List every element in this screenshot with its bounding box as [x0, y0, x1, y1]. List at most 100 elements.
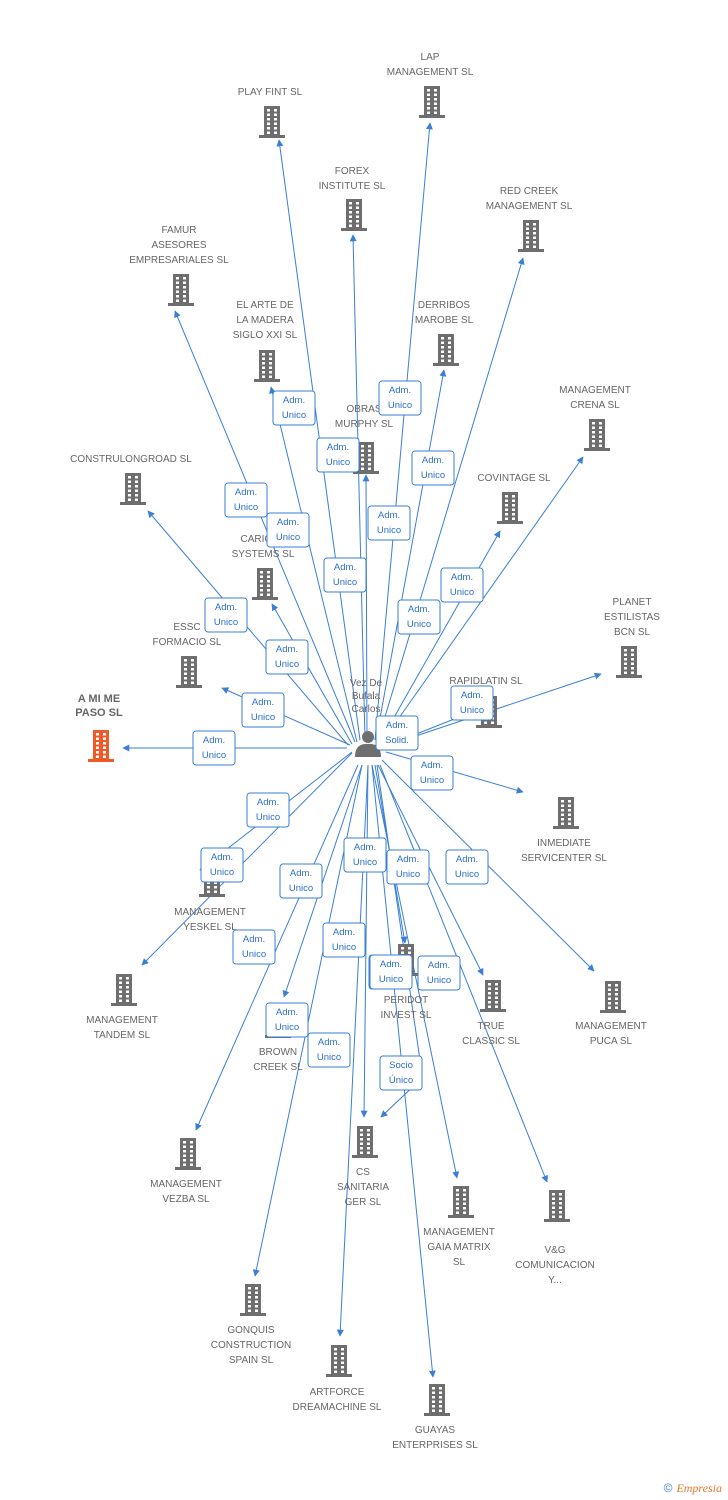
relation-role-text: Unico [450, 587, 474, 598]
relation-role-text: Adm. [378, 510, 400, 521]
company-label-line: INVEST SL [381, 1010, 432, 1021]
relation-label-planet[interactable]: Adm.Solid. [375, 715, 419, 751]
relation-label-elarte[interactable]: Adm.Unico [266, 512, 310, 548]
relation-box [378, 380, 422, 416]
company-label-line: ESTILISTAS [604, 612, 660, 623]
relation-label-redcreek[interactable]: Adm.Unico [411, 450, 455, 486]
relation-label-famur[interactable]: Adm.Unico [224, 482, 268, 518]
relation-label-covintage[interactable]: Adm.Unico [397, 599, 441, 635]
company-label-line: SERVICENTER SL [521, 853, 607, 864]
relation-label-vezba[interactable]: Adm.Unico [232, 929, 276, 965]
company-label-line: MANAGEMENT [86, 1015, 158, 1026]
company-label-line: COVINTAGE SL [477, 473, 551, 484]
relation-role-text: Unico [275, 1022, 299, 1033]
relation-role-text: Unico [326, 457, 350, 468]
relation-label-cs[interactable]: Adm.Unico [322, 922, 366, 958]
relation-label-forex[interactable]: Adm.Unico [316, 437, 360, 473]
relation-label-playfint[interactable]: Adm.Unico [272, 390, 316, 426]
company-label-line: GUAYAS [415, 1425, 456, 1436]
relation-label-gonquis[interactable]: Adm.Unico [265, 1002, 309, 1038]
building-icon [259, 106, 285, 138]
relation-label-obras[interactable]: Adm.Unico [323, 557, 367, 593]
relation-role-text: Unico [251, 712, 275, 723]
relation-label-essc[interactable]: Adm.Unico [241, 692, 285, 728]
relation-role-text: Unico [333, 577, 357, 588]
edge-inmediate [385, 751, 524, 794]
company-label-line: SYSTEMS SL [232, 549, 295, 560]
company-node-construlon[interactable]: CONSTRULONGROAD SL [70, 454, 192, 505]
relation-label-guayas[interactable]: Adm.Unico [369, 954, 413, 990]
relation-label-brown[interactable]: Adm.Unico [279, 863, 323, 899]
relation-label-peridot[interactable]: Adm.Unico [343, 837, 387, 873]
company-label-line: SANITARIA [337, 1182, 389, 1193]
relation-label-rapidlatin[interactable]: Adm.Unico [450, 685, 494, 721]
relation-label-derribos[interactable]: Adm. Unico [367, 505, 411, 541]
relation-label-trueclassic[interactable]: Adm.Unico [417, 955, 461, 991]
relation-label-vg[interactable]: Adm.Unico [386, 849, 430, 885]
relation-label-inmediate[interactable]: Adm.Unico [410, 755, 454, 791]
edge-derribos [375, 369, 447, 741]
company-node-covintage[interactable]: COVINTAGE SL [477, 473, 551, 524]
footer-brand[interactable]: ©Empresia [664, 1481, 722, 1496]
relation-box [440, 567, 484, 603]
company-label-line: ENTERPRISES SL [392, 1440, 478, 1451]
building-icon [419, 86, 445, 118]
relation-role-text: Adm. [318, 1037, 340, 1048]
company-node-vg[interactable]: V&GCOMUNICACIONY... [515, 1190, 595, 1286]
relation-box [266, 512, 310, 548]
relation-label-tandem[interactable]: Adm.Unico [246, 792, 290, 828]
relation-label-lap[interactable]: Adm.Unico [378, 380, 422, 416]
company-node-playfint[interactable]: PLAY FINT SL [238, 87, 303, 138]
relation-role-text: Unico [377, 525, 401, 536]
company-label-line: MAROBE SL [415, 315, 474, 326]
relation-label-yeskel[interactable]: Adm.Unico [200, 847, 244, 883]
relation-box [204, 597, 248, 633]
relation-role-text: Adm. [421, 760, 443, 771]
edge-brown [282, 764, 363, 998]
relation-role-text: Unico [332, 942, 356, 953]
company-node-guayas[interactable]: GUAYAS ENTERPRISES SL [392, 1384, 478, 1451]
relation-role-text: Unico [202, 750, 226, 761]
company-label-line: TRUE [477, 1021, 505, 1032]
edge-famur [174, 310, 356, 743]
building-icon [341, 199, 367, 231]
company-label-line: COMUNICACION [515, 1260, 594, 1271]
relation-label-crena[interactable]: Adm.Unico [440, 567, 484, 603]
building-icon [176, 656, 202, 688]
relation-role-text: Unico [289, 883, 313, 894]
relation-label-artforce[interactable]: Adm. Unico [307, 1032, 351, 1068]
edge-gaia [371, 764, 460, 1179]
company-label-line: Y... [548, 1275, 562, 1286]
building-icon [518, 220, 544, 252]
relation-label-puca[interactable]: Adm.Unico [445, 849, 489, 885]
relation-label-construlon[interactable]: Adm.Unico [204, 597, 248, 633]
relation-role-text: Unico [317, 1052, 341, 1063]
edge-elarte [269, 386, 358, 743]
relation-label-caright[interactable]: Adm.Unico [265, 639, 309, 675]
company-label-line: FORMACIO SL [153, 637, 222, 648]
relation-label-amime[interactable]: Adm.Unico [192, 730, 236, 766]
